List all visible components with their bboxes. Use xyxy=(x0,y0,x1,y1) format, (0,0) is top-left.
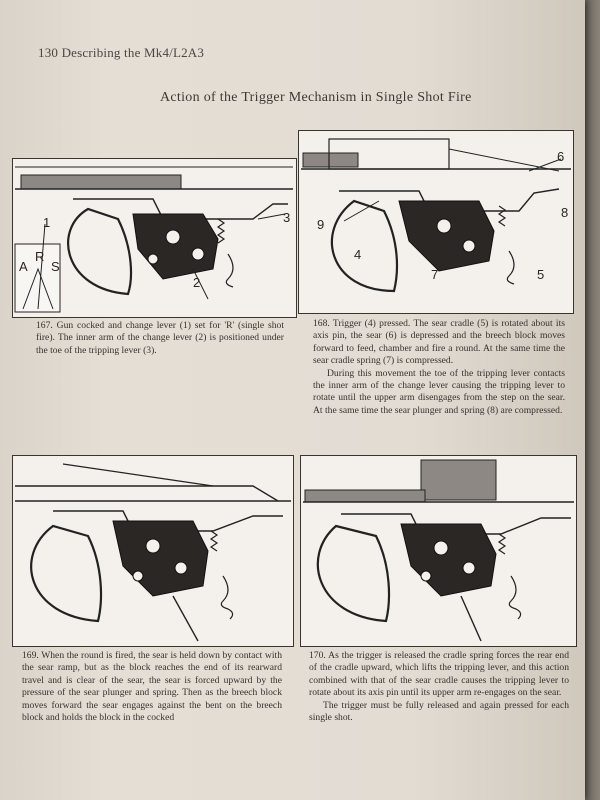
book-page: 130 Describing the Mk4/L2A3 Action of th… xyxy=(0,0,585,800)
figure-170-illustration xyxy=(301,456,576,646)
figure-167-trigger-diagram: 1 2 3 A R S xyxy=(12,158,297,318)
caption-170-para2: The trigger must be fully released and a… xyxy=(309,699,569,724)
label-4: 4 xyxy=(354,247,361,262)
figure-170-trigger-diagram xyxy=(300,455,577,647)
label-7: 7 xyxy=(431,267,438,282)
label-1: 1 xyxy=(43,215,50,230)
figure-167-illustration: 1 2 3 A R S xyxy=(13,159,296,317)
caption-170-para1: 170. As the trigger is released the crad… xyxy=(309,650,569,699)
label-6: 6 xyxy=(557,149,564,164)
figure-169-trigger-diagram xyxy=(12,455,294,647)
next-page-edge xyxy=(585,0,600,800)
caption-168: 168. Trigger (4) pressed. The sear cradl… xyxy=(313,318,565,417)
running-title: Describing the Mk4/L2A3 xyxy=(61,45,205,60)
label-2: 2 xyxy=(193,275,200,290)
inset-label-a: A xyxy=(19,259,28,274)
label-9: 9 xyxy=(317,217,324,232)
caption-170: 170. As the trigger is released the crad… xyxy=(309,650,569,724)
caption-168-para1: 168. Trigger (4) pressed. The sear cradl… xyxy=(313,318,565,367)
running-header: 130 Describing the Mk4/L2A3 xyxy=(38,45,204,61)
label-8: 8 xyxy=(561,205,568,220)
caption-167: 167. Gun cocked and change lever (1) set… xyxy=(36,320,284,356)
figure-169-illustration xyxy=(13,456,293,646)
section-title: Action of the Trigger Mechanism in Singl… xyxy=(160,90,472,105)
label-3: 3 xyxy=(283,210,290,225)
inset-label-s: S xyxy=(51,259,60,274)
figure-168-trigger-diagram: 6 8 9 4 7 5 xyxy=(298,130,574,314)
caption-168-para2: During this movement the toe of the trip… xyxy=(313,367,565,416)
inset-label-r: R xyxy=(35,249,44,264)
page-number: 130 xyxy=(38,45,59,60)
caption-169: 169. When the round is fired, the sear i… xyxy=(22,650,282,724)
figure-168-illustration: 6 8 9 4 7 5 xyxy=(299,131,573,313)
label-5: 5 xyxy=(537,267,544,282)
